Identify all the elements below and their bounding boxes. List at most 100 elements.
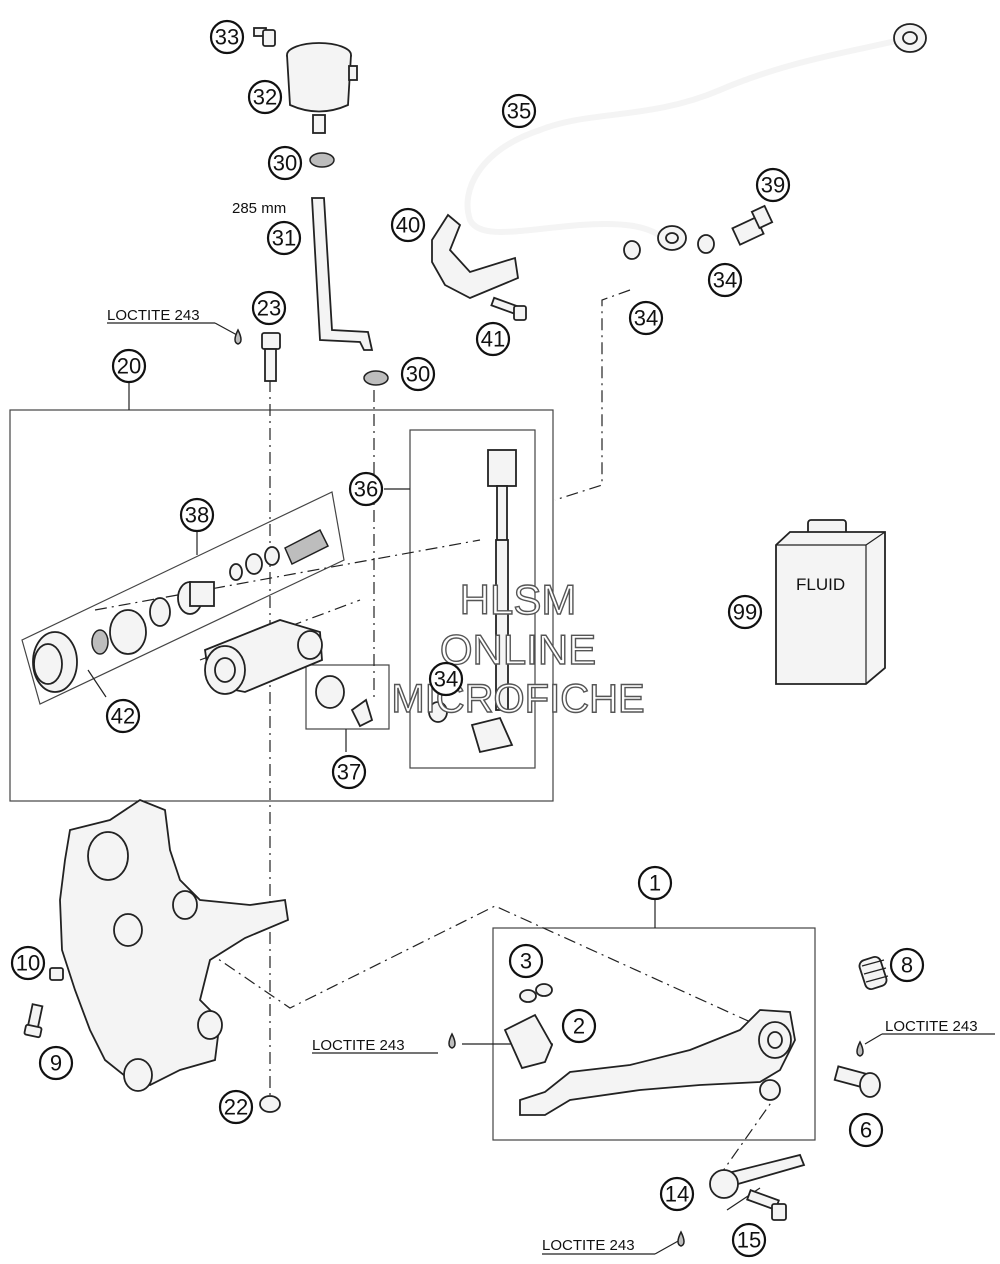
reservoir-bolt-part: [253, 27, 276, 47]
loctite-drop-23: [234, 328, 242, 345]
svg-text:10: 10: [16, 951, 40, 976]
svg-text:39: 39: [761, 173, 785, 198]
callout-34-mid: 34: [628, 300, 664, 336]
svg-text:41: 41: [481, 327, 505, 352]
bracket-boss-d: [197, 1010, 223, 1040]
loctite-drop-6: [856, 1040, 864, 1057]
svg-text:42: 42: [111, 704, 135, 729]
pivot-bolt-part: [833, 1065, 881, 1098]
reservoir-hose-part: [311, 197, 374, 351]
loctite-label-6: LOCTITE 243: [885, 1018, 978, 1035]
hose-clamp-upper-part: [309, 152, 335, 168]
reservoir-part: [286, 42, 358, 134]
svg-text:31: 31: [272, 226, 296, 251]
master-cylinder-body-part: [204, 619, 323, 695]
callout-40: 40: [390, 207, 426, 243]
callout-30-upper: 30: [267, 145, 303, 181]
assembly-frame-1: [492, 927, 816, 1141]
hose-guide-part: [431, 213, 519, 299]
svg-text:22: 22: [224, 1095, 248, 1120]
assembly-frame-37: [305, 664, 390, 730]
return-spring-part: [858, 955, 889, 991]
washer-34-b-part: [697, 234, 715, 254]
callout-38: 38: [179, 497, 215, 533]
svg-text:34: 34: [634, 306, 658, 331]
svg-text:34: 34: [713, 268, 737, 293]
callout-22: 22: [218, 1089, 254, 1125]
svg-text:33: 33: [215, 25, 239, 50]
svg-text:32: 32: [253, 85, 277, 110]
callout-15: 15: [731, 1222, 767, 1258]
brake-light-switch-part: [428, 449, 517, 754]
svg-text:30: 30: [406, 362, 430, 387]
svg-text:2: 2: [573, 1014, 585, 1039]
banjo-fitting-top-part: [893, 23, 927, 53]
svg-text:20: 20: [117, 354, 141, 379]
callout-33: 33: [209, 19, 245, 55]
pedal-step-part: [503, 1013, 553, 1070]
bolt-9-part: [23, 1003, 44, 1039]
callout-20: 20: [111, 348, 147, 384]
brake-pedal-part: [519, 1009, 796, 1116]
step-screws-part: [519, 983, 553, 1003]
callout-30-lower: 30: [400, 356, 436, 392]
hose-length-label: 285 mm: [232, 200, 286, 217]
callout-9: 9: [38, 1045, 74, 1081]
assembly-frame-36: [409, 429, 536, 769]
bracket-boss-a: [87, 831, 129, 881]
bracket-boss-e: [123, 1058, 153, 1092]
svg-text:99: 99: [733, 600, 757, 625]
callout-42: 42: [105, 698, 141, 734]
nut-22-part: [259, 1095, 281, 1113]
fitting-kit-part: [315, 675, 374, 728]
banjo-fitting-lower-part: [657, 225, 687, 251]
pushrod-bolt-part: [746, 1189, 787, 1221]
svg-text:23: 23: [257, 296, 281, 321]
svg-text:36: 36: [354, 477, 378, 502]
svg-text:15: 15: [737, 1228, 761, 1253]
svg-text:8: 8: [901, 953, 913, 978]
watermark-line-3: MICROFICHE: [391, 677, 644, 721]
callout-39: 39: [755, 167, 791, 203]
callout-37: 37: [331, 754, 367, 790]
svg-text:38: 38: [185, 503, 209, 528]
callout-36: 36: [348, 471, 384, 507]
fluid-label: FLUID: [796, 575, 845, 594]
callout-10: 10: [10, 945, 46, 981]
svg-text:9: 9: [50, 1051, 62, 1076]
callout-34-switch: 34: [428, 661, 464, 697]
svg-text:35: 35: [507, 99, 531, 124]
pushrod-part: [709, 1153, 806, 1199]
svg-text:3: 3: [520, 949, 532, 974]
callout-34-right: 34: [707, 262, 743, 298]
callout-31: 31: [266, 220, 302, 256]
pin-10-part: [49, 967, 64, 981]
callout-14: 14: [659, 1176, 695, 1212]
callout-2: 2: [561, 1008, 597, 1044]
hose-guide-bolt-part: [490, 296, 527, 321]
assembly-frame-38: [21, 491, 345, 705]
master-cylinder-internals: [32, 528, 330, 693]
callout-1: 1: [637, 865, 673, 901]
watermark-line-2: ONLINE: [440, 626, 596, 673]
svg-text:30: 30: [273, 151, 297, 176]
assembly-frame-20: [9, 409, 554, 802]
loctite-label-2: LOCTITE 243: [312, 1037, 405, 1054]
callout-3: 3: [508, 943, 544, 979]
brake-fluid-bottle: [775, 519, 886, 685]
mounting-bolt-part: [261, 332, 281, 382]
callout-6: 6: [848, 1112, 884, 1148]
hose-clamp-lower-part: [363, 370, 389, 386]
banjo-bolt-part: [731, 204, 774, 246]
svg-text:34: 34: [434, 667, 458, 692]
callout-41: 41: [475, 321, 511, 357]
callout-8: 8: [889, 947, 925, 983]
loctite-label-23: LOCTITE 243: [107, 307, 200, 324]
callout-32: 32: [247, 79, 283, 115]
brake-line-fill: [464, 37, 901, 243]
callout-23: 23: [251, 290, 287, 326]
brake-line-part: [466, 39, 901, 241]
svg-text:1: 1: [649, 871, 661, 896]
svg-text:14: 14: [665, 1182, 689, 1207]
callout-35: 35: [501, 93, 537, 129]
